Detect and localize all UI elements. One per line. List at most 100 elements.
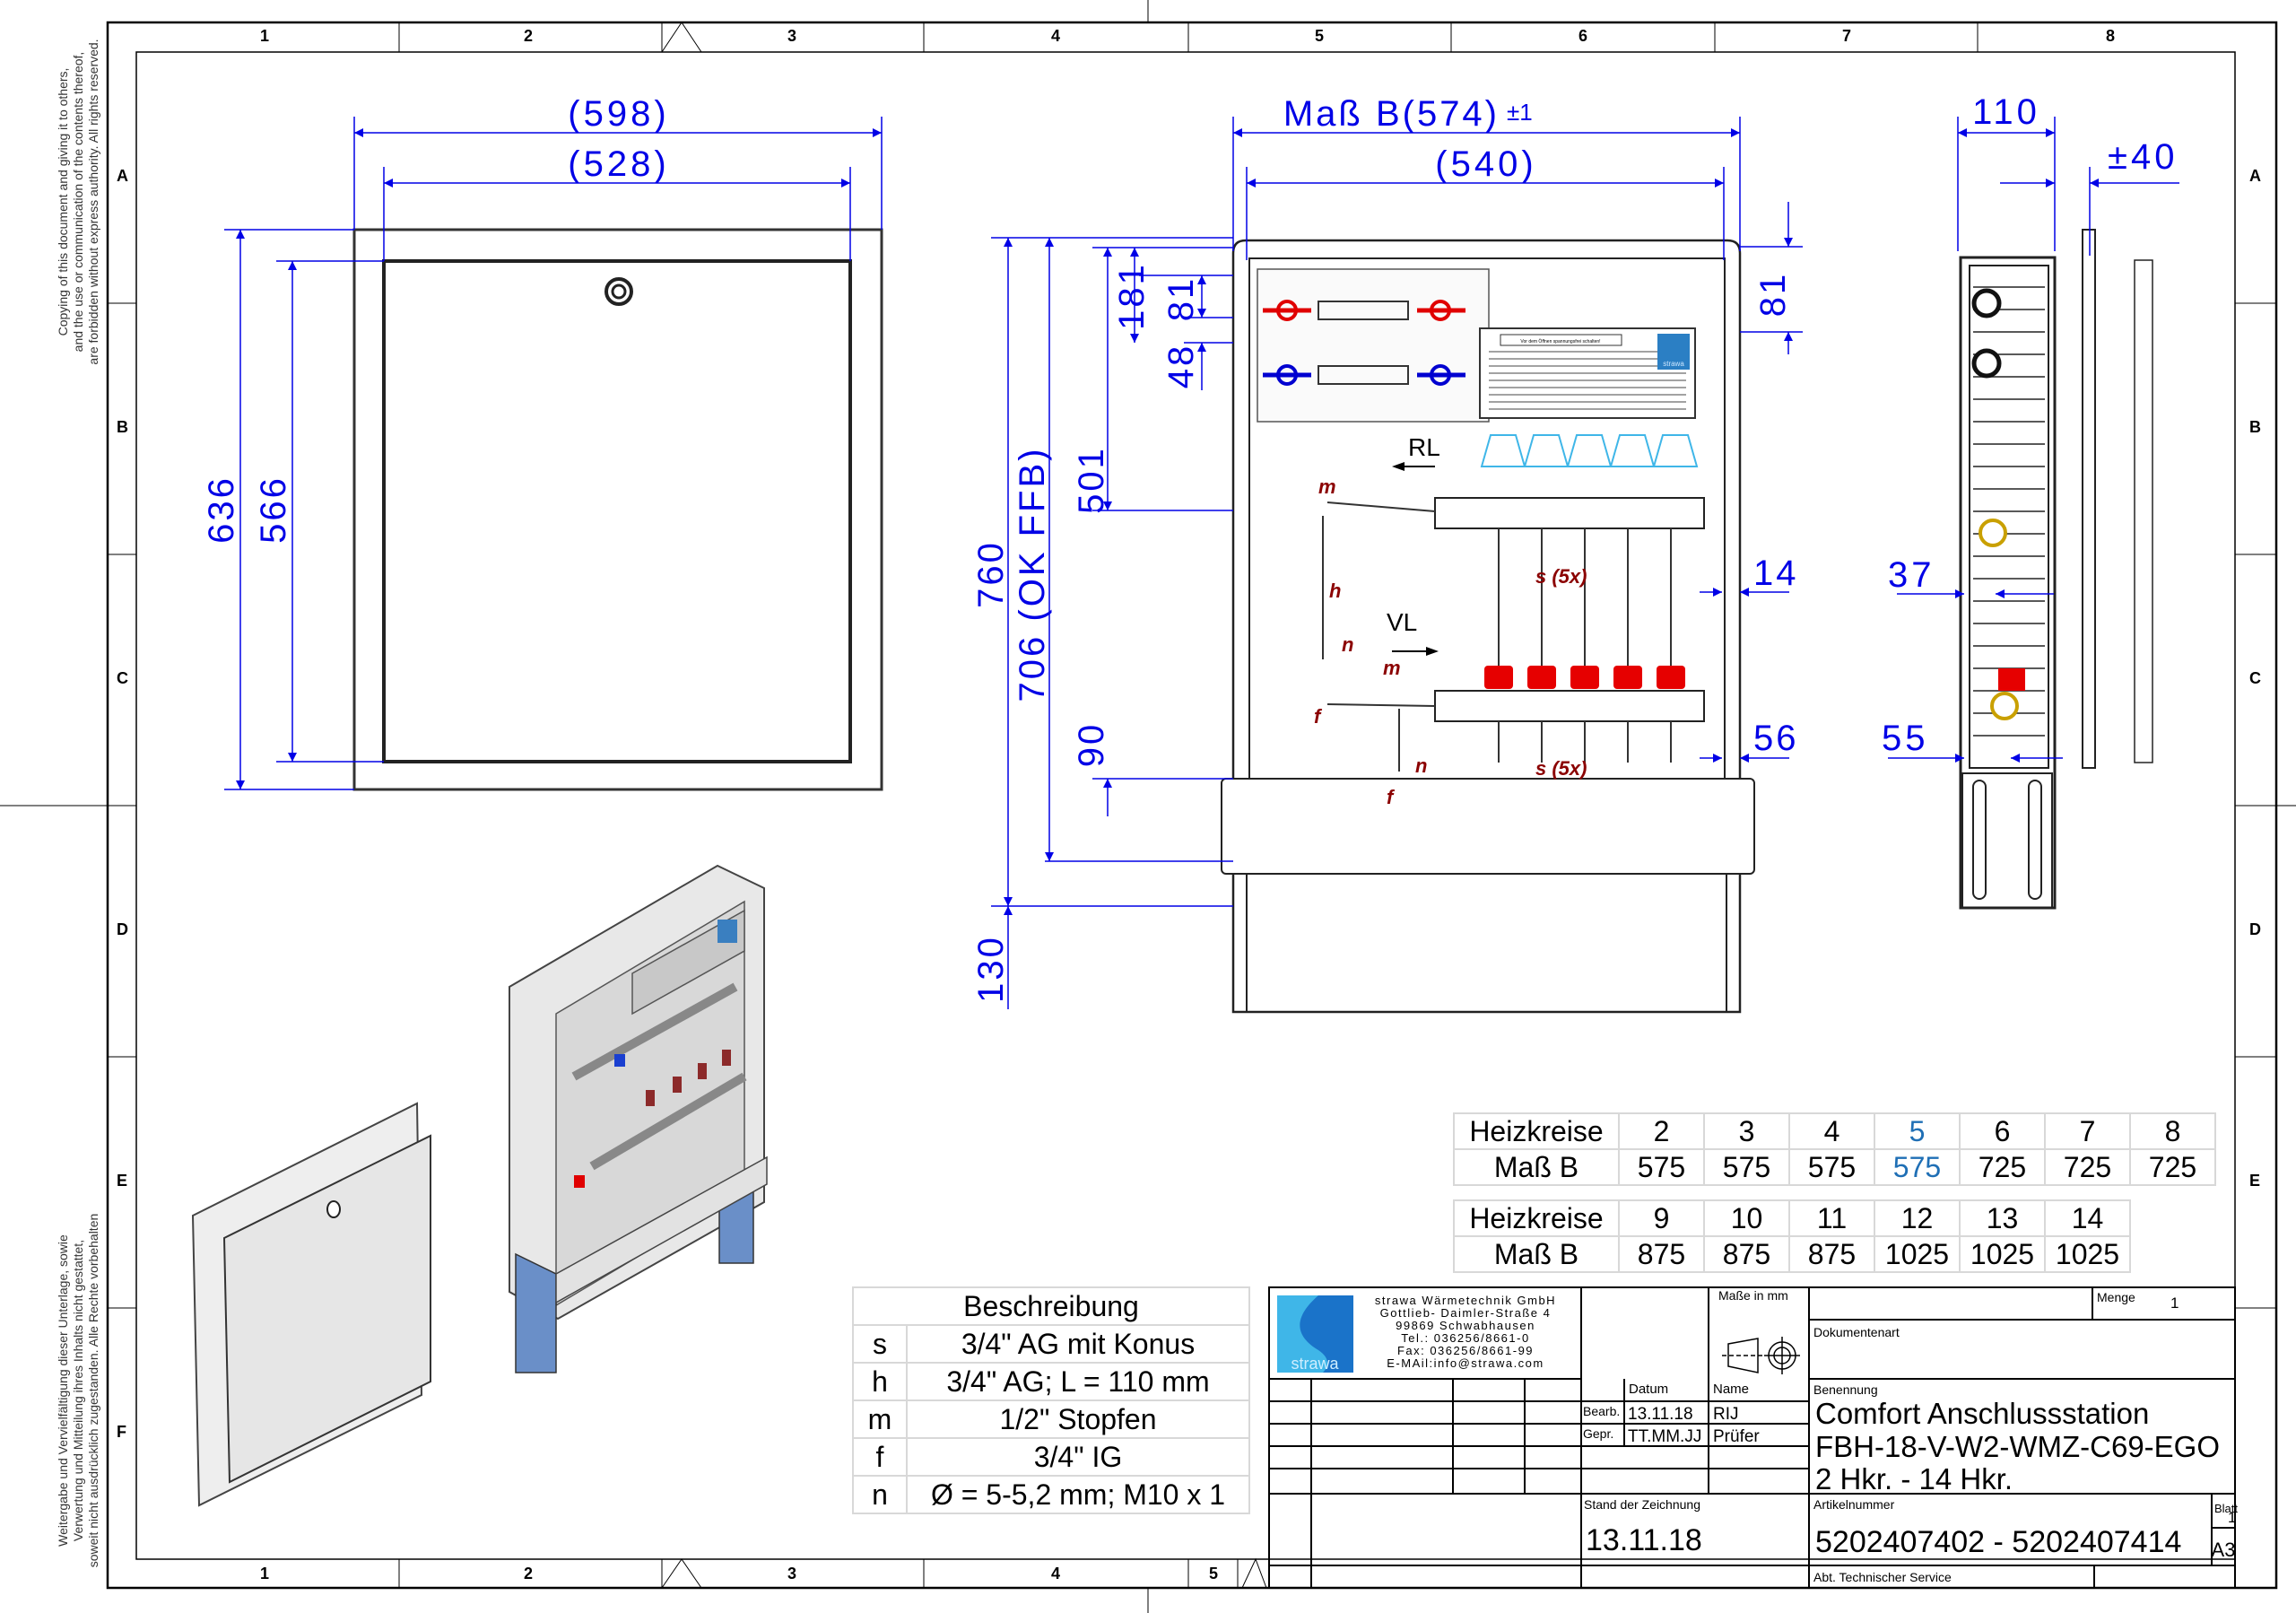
callout-m-top: m — [1318, 475, 1336, 498]
description-key: f — [852, 1437, 908, 1477]
dim-90: 90 — [1072, 722, 1111, 768]
benennung-label: Benennung — [1813, 1382, 1878, 1397]
company-address: strawa Wärmetechnik GmbH Gottlieb- Daiml… — [1375, 1294, 1555, 1370]
circuits-cell: 7 — [2044, 1112, 2131, 1150]
side-manifold-return — [1979, 519, 2007, 547]
table-row: h 3/4" AG; L = 110 mm — [852, 1362, 1250, 1401]
side-door-profile — [2082, 229, 2096, 769]
width-cell: 725 — [2129, 1148, 2216, 1186]
circuits-cell: 9 — [1618, 1199, 1705, 1237]
width-cell: 1025 — [1959, 1235, 2046, 1273]
benennung-line-1: Comfort Anschlussstation — [1815, 1397, 2149, 1430]
description-key: n — [852, 1475, 908, 1514]
callout-letters: m h n f m n f s (5x) s (5x) — [1314, 475, 1587, 808]
dim-adjust-40: ±40 — [2108, 137, 2178, 177]
width-cell: 725 — [1959, 1148, 2046, 1186]
artikel-label: Artikelnummer — [1813, 1497, 1895, 1512]
circuit-pipes — [1322, 501, 1672, 772]
dim-48: 48 — [1161, 344, 1201, 389]
heizkreise-table-1: Heizkreise 2 3 4 5 6 7 8 Maß B 575 575 5… — [1453, 1112, 2216, 1186]
side-door-handle-rail — [2134, 259, 2153, 763]
side-pipe-connection-bottom — [1971, 348, 2002, 379]
description-value: Ø = 5-5,2 mm; M10 x 1 — [906, 1475, 1250, 1514]
circuits-cell-highlighted: 5 — [1874, 1112, 1961, 1150]
dim-total-height: 760 — [971, 540, 1011, 608]
label-rl: RL — [1408, 433, 1440, 461]
side-cabinet-body — [1959, 256, 2057, 910]
table-header-row: Beschreibung — [852, 1286, 1250, 1326]
circuits-cell: 8 — [2129, 1112, 2216, 1150]
dim-door-inner-width: (528) — [568, 144, 669, 184]
sheet-format: A3 — [2212, 1539, 2236, 1561]
stand-date: 13.11.18 — [1586, 1523, 1702, 1557]
circuits-cell: 2 — [1618, 1112, 1705, 1150]
menge-value: 1 — [2170, 1295, 2179, 1312]
side-manifold-flow — [1990, 692, 2019, 720]
table-row: m 1/2" Stopfen — [852, 1399, 1250, 1439]
side-flowmeter-cap — [1998, 668, 2025, 691]
row-label-width: Maß B — [1453, 1148, 1620, 1186]
blatt-label: Blatt — [2214, 1502, 2238, 1515]
table-row: Heizkreise 2 3 4 5 6 7 8 — [1453, 1112, 2216, 1150]
callout-h: h — [1329, 580, 1341, 602]
callout-n-top: n — [1342, 633, 1353, 656]
bearb-name: RIJ — [1713, 1405, 1739, 1424]
dim-81-left: 81 — [1161, 276, 1201, 322]
blatt-value: 1 — [2228, 1509, 2236, 1526]
description-value: 3/4" IG — [906, 1437, 1250, 1477]
circuits-cell: 4 — [1788, 1112, 1875, 1150]
circuits-cell: 10 — [1703, 1199, 1790, 1237]
width-cell-highlighted: 575 — [1874, 1148, 1961, 1186]
bearb-date: 13.11.18 — [1628, 1405, 1693, 1424]
heat-meter-block — [1257, 268, 1490, 423]
datum-label: Datum — [1629, 1382, 1668, 1397]
menge-label: Menge — [2097, 1290, 2135, 1304]
description-key: h — [852, 1362, 908, 1401]
dim-37: 37 — [1888, 555, 1935, 595]
controller-logo — [1657, 334, 1690, 370]
circuits-cell: 11 — [1788, 1199, 1875, 1237]
circuits-cell: 14 — [2044, 1199, 2131, 1237]
title-block-grid — [1268, 1286, 2236, 1589]
dim-501: 501 — [1072, 446, 1111, 514]
door-dimension-lines — [224, 117, 883, 790]
row-label-width: Maß B — [1453, 1235, 1620, 1273]
width-cell: 875 — [1703, 1235, 1790, 1273]
dim-door-outer-width: (598) — [568, 94, 669, 134]
width-cell: 575 — [1703, 1148, 1790, 1186]
units-label: Maße in mm — [1718, 1288, 1788, 1303]
company-logo-text: strawa — [1291, 1355, 1339, 1373]
flowmeter-caps — [1484, 666, 1685, 689]
table-row: s 3/4" AG mit Konus — [852, 1324, 1250, 1364]
circuits-cell: 6 — [1959, 1112, 2046, 1150]
dim-door-outer-height: 636 — [202, 475, 241, 544]
description-value: 3/4" AG; L = 110 mm — [906, 1362, 1250, 1401]
dim-81-right: 81 — [1753, 272, 1793, 318]
width-cell: 875 — [1618, 1235, 1705, 1273]
dim-14: 14 — [1753, 554, 1799, 593]
dim-55: 55 — [1882, 719, 1929, 758]
artikel-number: 5202407402 - 5202407414 — [1815, 1525, 2181, 1559]
gepr-name: Prüfer — [1713, 1427, 1760, 1446]
benennung-line-3: 2 Hkr. - 14 Hkr. — [1815, 1462, 2013, 1495]
description-value: 1/2" Stopfen — [906, 1399, 1250, 1439]
dim-okffb: 706 (OK FFB) — [1013, 447, 1052, 702]
company-line: E-MAil:info@strawa.com — [1387, 1356, 1544, 1370]
shutoff-valves — [1263, 300, 1465, 386]
width-cell: 1025 — [1874, 1235, 1961, 1273]
callout-m-bottom: m — [1383, 657, 1401, 679]
label-vl: VL — [1387, 608, 1417, 636]
callout-s5x-top: s (5x) — [1535, 565, 1587, 588]
controller-ribs — [1489, 351, 1686, 410]
company-line: Fax: 036256/8661-99 — [1397, 1344, 1534, 1357]
dim-door-inner-height: 566 — [254, 475, 293, 544]
bearb-label: Bearb. — [1583, 1404, 1620, 1418]
side-louvres — [1973, 286, 2045, 737]
table-row: Maß B 875 875 875 1025 1025 1025 — [1453, 1235, 2131, 1273]
stand-label: Stand der Zeichnung — [1584, 1497, 1700, 1512]
dim-front-inner-width: (540) — [1435, 144, 1536, 184]
department: Abt. Technischer Service — [1813, 1570, 1952, 1584]
